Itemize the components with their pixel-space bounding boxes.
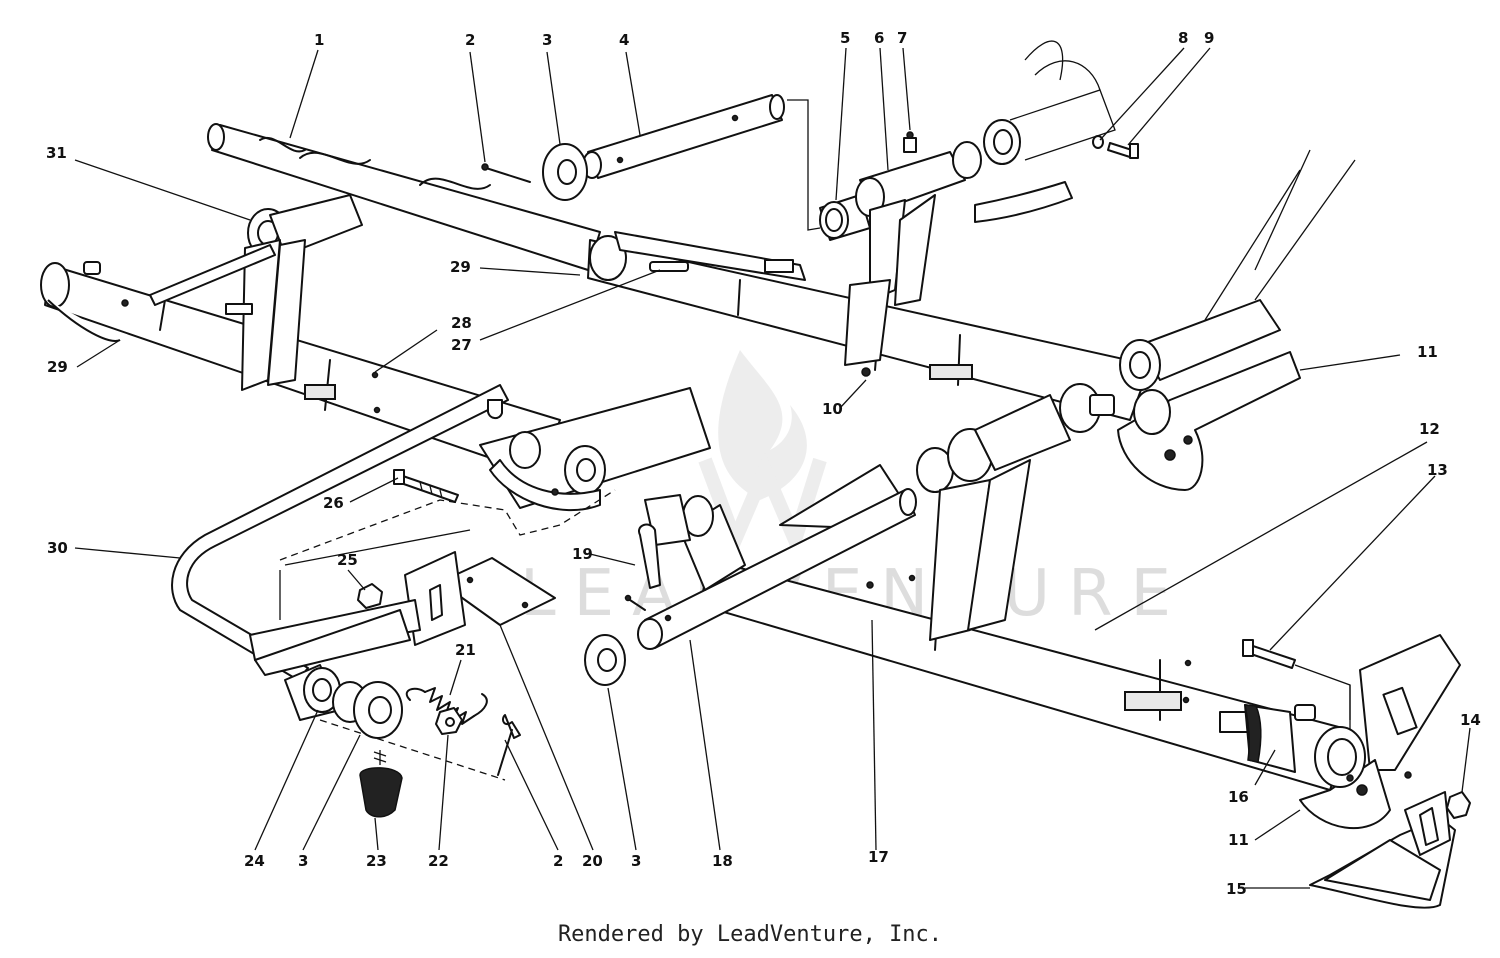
part-left-brace (149, 244, 276, 306)
callout-9: 9 (1204, 29, 1214, 47)
callout-19: 19 (572, 545, 593, 563)
callout-25: 25 (337, 551, 358, 569)
part-foot-pedal-15 (1309, 791, 1456, 909)
callout-27: 27 (451, 336, 472, 354)
callout-16: 16 (1228, 788, 1249, 806)
part-collar-upper (952, 119, 1021, 179)
callout-22: 22 (428, 852, 449, 870)
callout-17: 17 (868, 848, 889, 866)
part-rear-shaft (207, 123, 601, 271)
part-nut-22 (435, 707, 463, 735)
callouts: 1 2 3 4 5 6 7 8 9 31 29 29 28 27 10 11 1… (46, 29, 1481, 898)
part-grease-fitting-upper (903, 131, 917, 153)
callout-21: 21 (455, 641, 476, 659)
part-upper-shaft (582, 94, 785, 179)
part-cotter-pin-top (485, 167, 531, 183)
part-crank-arm-middle (844, 279, 891, 377)
callout-20: 20 (582, 852, 603, 870)
callout-12: 12 (1419, 420, 1440, 438)
callout-7: 7 (897, 29, 907, 47)
footer-credit: Rendered by LeadVenture, Inc. (557, 922, 943, 947)
callout-2-top: 2 (465, 31, 475, 49)
part-nut-14 (1446, 791, 1471, 819)
part-bolt-26 (393, 469, 459, 503)
part-crank-arm-front (916, 383, 1115, 641)
callout-11-bottom: 11 (1228, 831, 1249, 849)
part-shaft-18 (637, 488, 917, 650)
callout-4: 4 (619, 31, 629, 49)
part-axle-collar-24 (284, 664, 368, 723)
callout-24: 24 (244, 852, 265, 870)
part-washer-top (542, 143, 588, 201)
leader-lines (74, 47, 1471, 889)
callout-14: 14 (1460, 711, 1481, 729)
part-bolt-13 (1242, 639, 1296, 669)
callout-3-top: 3 (542, 31, 552, 49)
callout-2-bottom: 2 (553, 852, 563, 870)
callout-30: 30 (47, 539, 68, 557)
callout-26: 26 (323, 494, 344, 512)
part-upper-arm-phantom (974, 40, 1116, 223)
callout-8: 8 (1178, 29, 1188, 47)
part-washer-bolt-upper (1092, 135, 1139, 159)
part-washer-3-front (584, 634, 626, 686)
callout-29-left: 29 (47, 358, 68, 376)
part-left-bracket (479, 387, 711, 512)
callout-3-bottom: 3 (298, 852, 308, 870)
callout-13: 13 (1427, 461, 1448, 479)
callout-10: 10 (822, 400, 843, 418)
callout-6: 6 (874, 29, 884, 47)
part-lower-right-bracket (1299, 634, 1461, 830)
part-crank-arm-upper (855, 151, 966, 306)
part-rubber-bumper-23 (359, 750, 403, 818)
part-hitch-plate (249, 529, 556, 676)
callout-23: 23 (366, 852, 387, 870)
part-nut-25 (357, 583, 383, 609)
callout-28: 28 (451, 314, 472, 332)
part-cotter-pin-19 (624, 523, 661, 611)
part-upper-right-bracket (1117, 149, 1356, 491)
callout-29-mid: 29 (450, 258, 471, 276)
part-left-tab (225, 303, 253, 315)
part-collar-16 (1244, 704, 1316, 773)
leader-lower-phantom (319, 719, 506, 781)
callout-15: 15 (1226, 880, 1247, 898)
callout-11-top: 11 (1417, 343, 1438, 361)
callout-18: 18 (712, 852, 733, 870)
part-cotter-pin-2-lower (497, 714, 521, 776)
part-washer-3-lower (353, 681, 403, 739)
leader-bolt-phantom (279, 489, 616, 561)
part-cotter-pin-head (481, 163, 489, 171)
callout-5: 5 (840, 29, 850, 47)
callout-3-front: 3 (631, 852, 641, 870)
callout-1: 1 (314, 31, 324, 49)
callout-31: 31 (46, 144, 67, 162)
part-left-crank-arm (241, 194, 363, 391)
